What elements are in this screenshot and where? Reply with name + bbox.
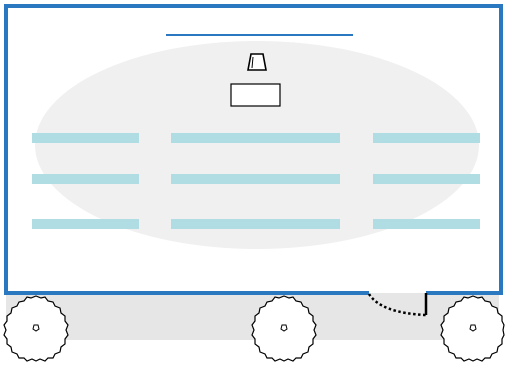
seat-row (171, 219, 340, 229)
seat-row (171, 174, 340, 184)
audience-area (35, 41, 479, 249)
seat-row (373, 174, 480, 184)
seat-row (32, 133, 139, 143)
seat-row (373, 219, 480, 229)
room-walls (4, 4, 503, 295)
tree-icon (440, 295, 505, 362)
seat-row (32, 219, 139, 229)
seat-row (373, 133, 480, 143)
lectern-icon (230, 83, 281, 107)
seat-row (32, 174, 139, 184)
tree-icon (251, 295, 317, 362)
tree-icon (3, 295, 69, 362)
seat-row (171, 133, 340, 143)
podium-icon (247, 53, 267, 71)
seating-rows (32, 133, 480, 229)
door-swing-icon (367, 293, 428, 317)
